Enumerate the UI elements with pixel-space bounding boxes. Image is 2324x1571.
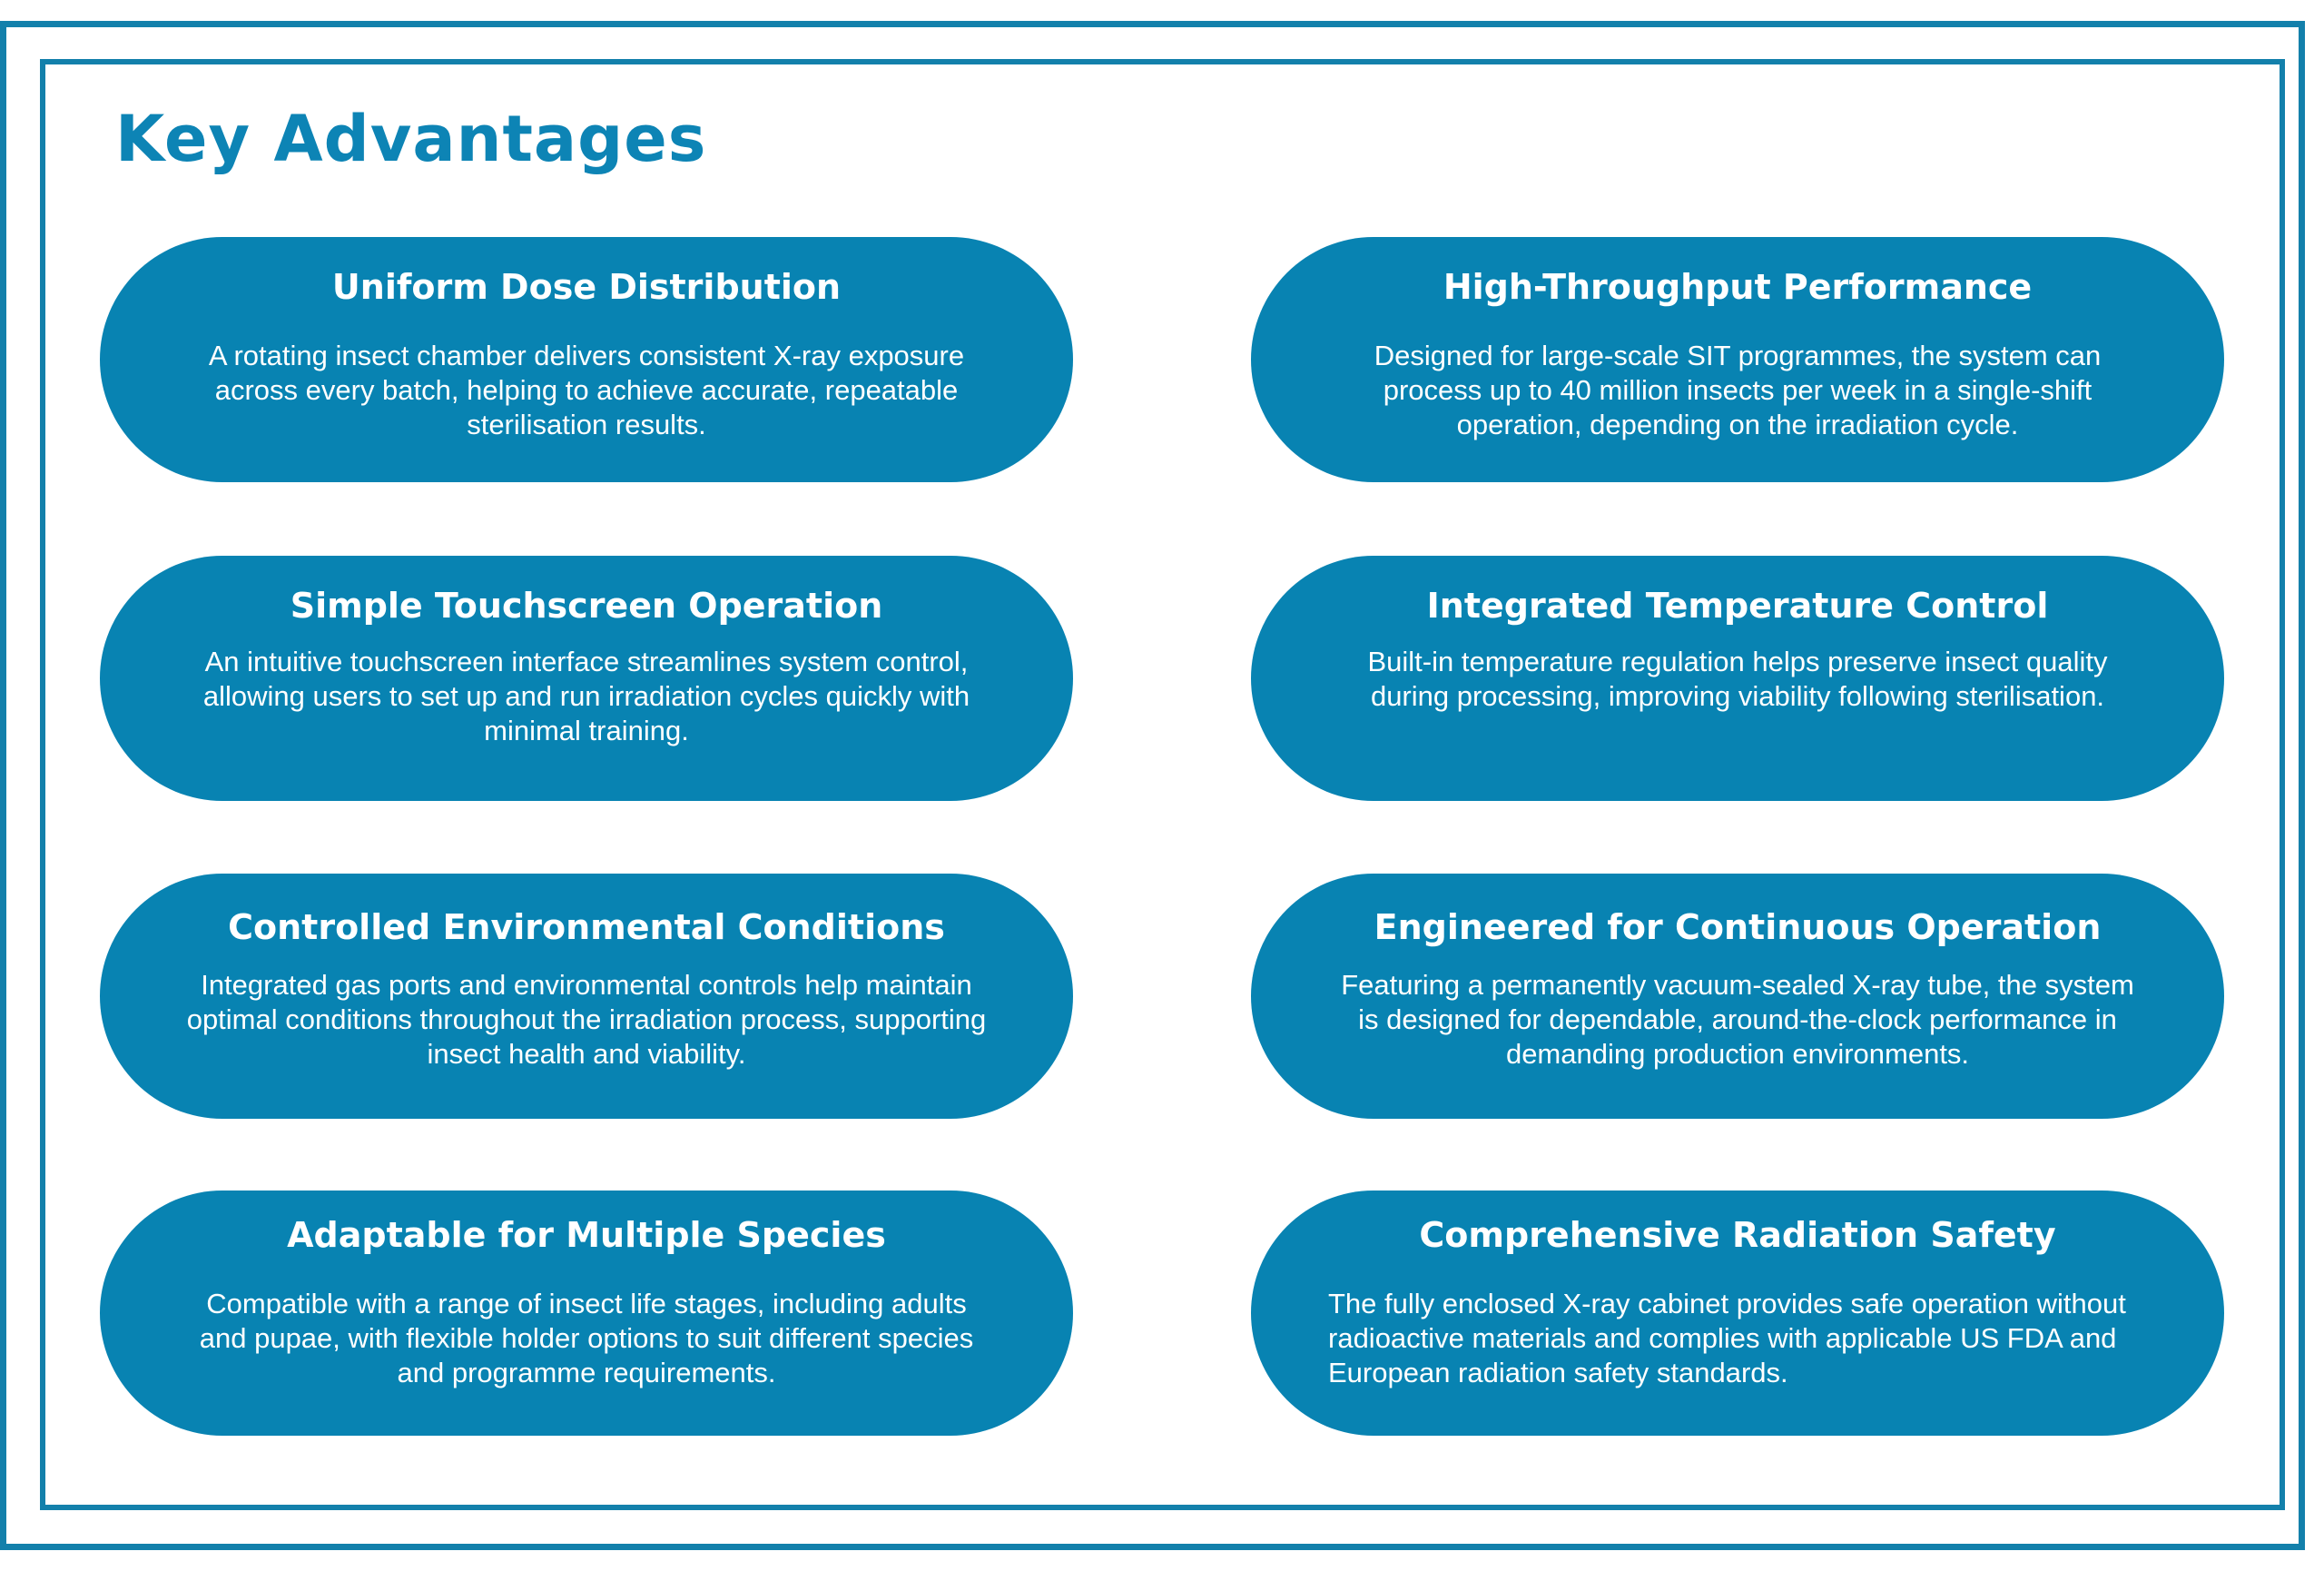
card-description: Built-in temperature regulation helps pr… <box>1367 646 2108 712</box>
advantage-card-temperature-control: Integrated Temperature Control Built-in … <box>1251 556 2224 801</box>
card-description: Designed for large-scale SIT programmes,… <box>1374 340 2102 440</box>
card-title: Adaptable for Multiple Species <box>287 1215 886 1255</box>
card-title: High-Throughput Performance <box>1443 267 2033 307</box>
card-description: Featuring a permanently vacuum-sealed X-… <box>1341 969 2134 1070</box>
card-description: The fully enclosed X-ray cabinet provide… <box>1328 1288 2126 1388</box>
page-title: Key Advantages <box>115 102 707 176</box>
card-title: Simple Touchscreen Operation <box>290 586 883 626</box>
card-description: An intuitive touchscreen interface strea… <box>202 646 970 746</box>
advantage-card-high-throughput: High-Throughput Performance Designed for… <box>1251 237 2224 482</box>
advantage-card-environmental-conditions: Controlled Environmental Conditions Inte… <box>100 874 1073 1119</box>
inner-border <box>40 59 2285 1510</box>
advantage-card-radiation-safety: Comprehensive Radiation Safety The fully… <box>1251 1191 2224 1436</box>
card-title: Comprehensive Radiation Safety <box>1419 1215 2056 1255</box>
card-description: Integrated gas ports and environmental c… <box>186 969 987 1070</box>
card-description: Compatible with a range of insect life s… <box>199 1288 974 1388</box>
advantage-card-multiple-species: Adaptable for Multiple Species Compatibl… <box>100 1191 1073 1436</box>
card-title: Controlled Environmental Conditions <box>228 907 945 947</box>
advantage-card-uniform-dose: Uniform Dose Distribution A rotating ins… <box>100 237 1073 482</box>
card-title: Uniform Dose Distribution <box>331 267 842 307</box>
advantage-card-continuous-operation: Engineered for Continuous Operation Feat… <box>1251 874 2224 1119</box>
advantage-card-touchscreen: Simple Touchscreen Operation An intuitiv… <box>100 556 1073 801</box>
card-title: Engineered for Continuous Operation <box>1374 907 2102 947</box>
outer-border <box>0 21 2305 1550</box>
card-title: Integrated Temperature Control <box>1426 586 2049 626</box>
card-description: A rotating insect chamber delivers consi… <box>208 340 965 440</box>
